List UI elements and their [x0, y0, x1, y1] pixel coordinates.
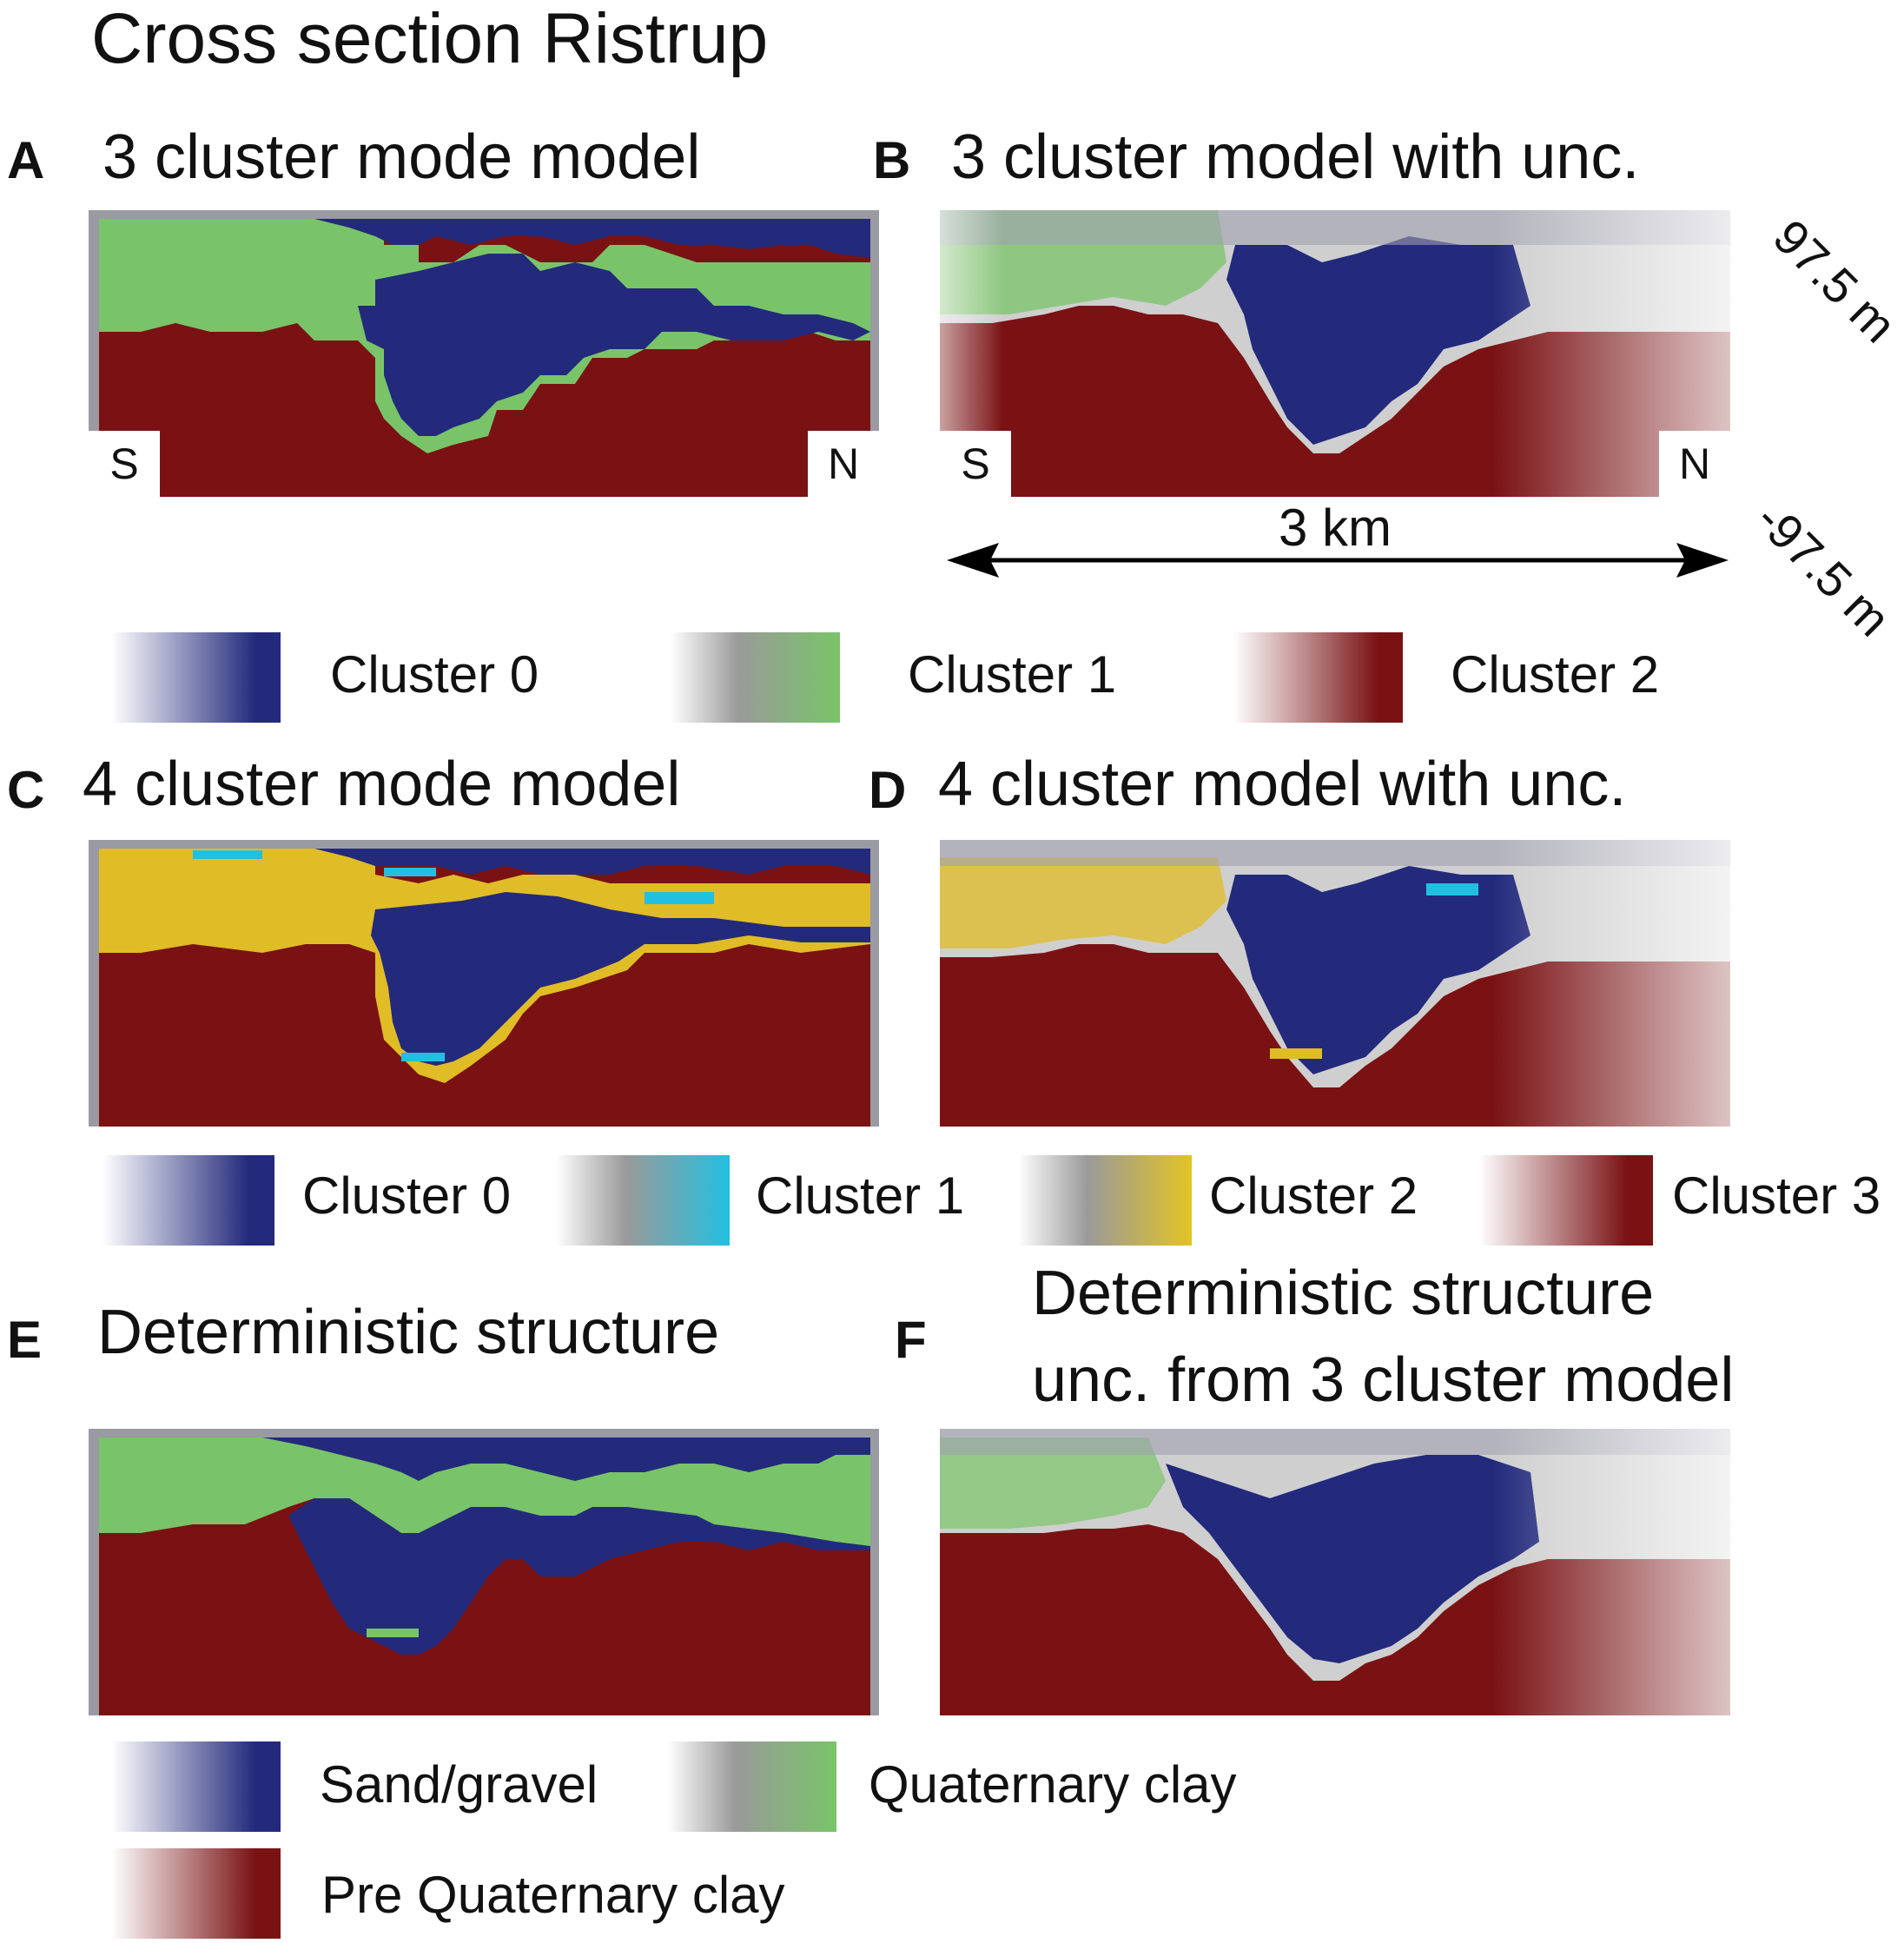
direction-south-b: S [940, 431, 1011, 497]
legend4-swatch-3 [1479, 1155, 1653, 1246]
panel-letter-e: E [7, 1311, 43, 1369]
scale-distance-label: 3 km [1279, 499, 1392, 557]
top-depth-label: 97.5 m [1762, 208, 1904, 354]
legend4-label-0: Cluster 0 [302, 1166, 512, 1225]
panel-title-f-line2: unc. from 3 cluster model [1032, 1345, 1735, 1415]
panel-title-a: 3 cluster mode model [102, 122, 701, 192]
legend4-swatch-2 [1018, 1155, 1192, 1246]
legend-struct-label-quaternary: Quaternary clay [869, 1755, 1237, 1814]
panel-title-d: 4 cluster model with unc. [938, 750, 1627, 819]
legend3-label-0: Cluster 0 [330, 645, 539, 704]
legend4-label-1: Cluster 1 [756, 1166, 965, 1225]
scale-arrow [947, 543, 1729, 578]
cross-section-c [89, 840, 879, 1127]
cross-section-d [940, 840, 1730, 1127]
cross-section-e [89, 1429, 879, 1715]
panel-letter-c: C [7, 761, 45, 819]
legend3-swatch-2 [1233, 632, 1403, 723]
panel-letter-f: F [895, 1311, 927, 1369]
figure-title: Cross section Ristrup [91, 0, 769, 78]
legend4-swatch-0 [102, 1155, 274, 1246]
legend-struct-label-sand: Sand/gravel [320, 1755, 598, 1814]
legend-struct-swatch-sand [111, 1741, 281, 1832]
cross-section-f [940, 1429, 1730, 1715]
panel-title-e: Deterministic structure [97, 1298, 720, 1367]
bottom-depth-label: -97.5 m [1745, 491, 1901, 647]
direction-north-b: N [1659, 431, 1730, 497]
panel-title-b: 3 cluster model with unc. [951, 122, 1640, 192]
panel-letter-b: B [873, 131, 911, 189]
direction-north-a: N [808, 431, 879, 497]
legend3-label-1: Cluster 1 [908, 645, 1117, 704]
cross-section-b: S N [940, 210, 1730, 497]
legend4-label-2: Cluster 2 [1209, 1166, 1418, 1225]
legend4-label-3: Cluster 3 [1672, 1166, 1881, 1225]
legend3-swatch-0 [111, 632, 281, 723]
panel-letter-d: D [869, 761, 907, 819]
cross-section-a: S N [89, 210, 879, 497]
legend-struct-label-prequaternary: Pre Quaternary clay [321, 1866, 785, 1924]
panel-letter-a: A [7, 131, 45, 189]
legend-struct-swatch-prequaternary [111, 1848, 281, 1939]
panel-title-c: 4 cluster mode model [83, 750, 681, 819]
legend-struct-swatch-quaternary [667, 1741, 836, 1832]
panel-title-f-line1: Deterministic structure [1032, 1259, 1655, 1328]
legend3-swatch-1 [671, 632, 840, 723]
legend3-label-2: Cluster 2 [1451, 645, 1660, 704]
legend4-swatch-1 [556, 1155, 730, 1246]
direction-south-a: S [89, 431, 160, 497]
